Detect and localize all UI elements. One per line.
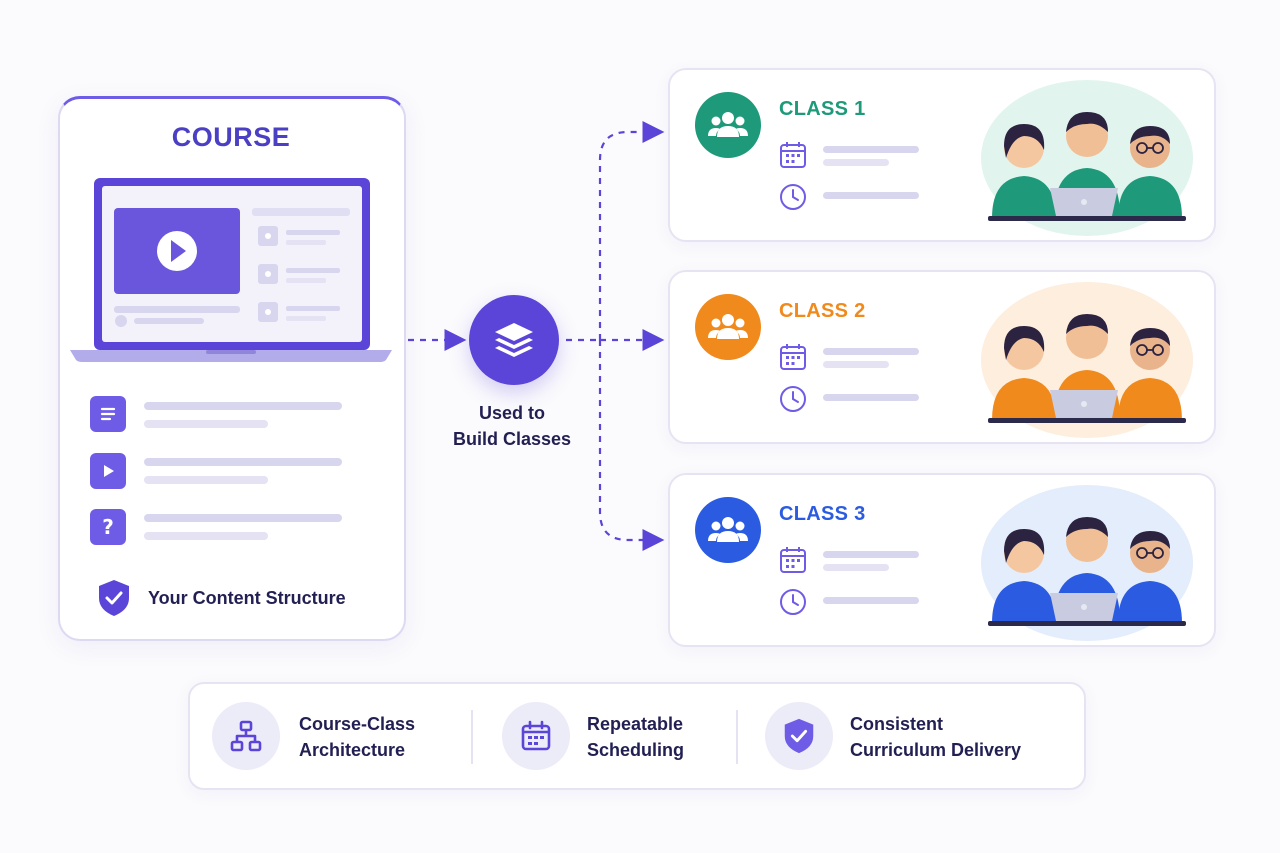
video-icon [90,453,126,489]
laptop-illustration [70,178,392,362]
group-icon [708,112,748,137]
hub-label-line2: Build Classes [452,429,572,449]
schedule-line [823,361,889,368]
feature-divider [736,710,738,764]
class-badge [695,294,761,360]
calendar-icon [780,142,806,168]
group-illustration [981,80,1193,236]
group-illustration [981,485,1193,641]
arrow-to-class-3 [598,340,665,551]
class-title: CLASS 2 [779,300,866,322]
layers-icon [495,323,533,357]
clock-icon [780,589,806,615]
group-icon [708,314,748,339]
hub-label-line1: Used to [478,403,545,423]
calendar-icon [780,547,806,573]
calendar-icon [502,702,570,770]
arrow-to-class-1 [598,121,665,340]
content-structure-label: Your Content Structure [148,588,346,608]
schedule-line [823,348,919,355]
hub-label: Used to Build Classes [430,400,594,452]
svg-text:?: ? [102,515,114,539]
group-icon [708,517,748,542]
content-line [144,514,342,522]
schedule-line [823,146,919,153]
shield-check-icon [99,580,129,616]
class-badge [695,92,761,158]
feature-scheduling-label: Repeatable Scheduling [587,714,685,760]
hub-circle [469,295,559,385]
hierarchy-icon [212,702,280,770]
content-line [144,458,342,466]
schedule-line [823,551,919,558]
schedule-line [823,192,919,199]
group-illustration [981,282,1193,438]
schedule-line [823,564,889,571]
clock-icon [780,386,806,412]
content-line [144,532,268,540]
course-title: COURSE [171,122,291,152]
class-title: CLASS 3 [779,503,866,525]
schedule-line [823,597,919,604]
clock-icon [780,184,806,210]
schedule-line [823,394,919,401]
calendar-icon [780,344,806,370]
document-icon [90,396,126,432]
feature-divider [471,710,473,764]
class-badge [695,497,761,563]
feature-curriculum-label: Consistent Curriculum Delivery [850,714,1022,760]
content-line [144,402,342,410]
content-line [144,476,268,484]
schedule-line [823,159,889,166]
features-bar [188,682,1086,790]
shield-check-icon [765,702,833,770]
class-title: CLASS 1 [779,98,866,120]
feature-architecture-label: Course-Class Architecture [299,714,416,760]
content-line [144,420,268,428]
quiz-icon: ? [90,509,126,545]
